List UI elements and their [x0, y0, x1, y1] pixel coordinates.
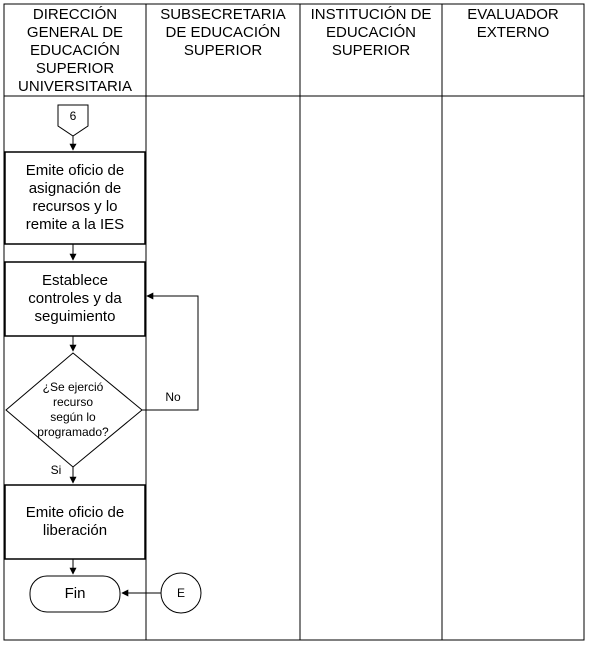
- emit-release-label: Emite oficio de liberación: [25, 504, 125, 539]
- terminator-end: [29, 575, 121, 613]
- connector-6-label: 6: [69, 108, 77, 123]
- process-emit-release: [4, 484, 146, 560]
- arrow-no-loop: [142, 292, 199, 411]
- decision-label: ¿Se ejerció recurso según lo programado?: [37, 380, 109, 439]
- connector-e-label: E: [176, 585, 185, 600]
- lane-header-institucion: INSTITUCIÓN DE EDUCACIÓN SUPERIOR: [310, 6, 432, 59]
- process-emit-assignment: [4, 151, 146, 245]
- table-border: [3, 3, 585, 641]
- lane-header-evaluador: EVALUADOR EXTERNO: [467, 6, 559, 41]
- lane-header-dgesu: DIRECCIÓN GENERAL DE EDUCACIÓN SUPERIOR …: [18, 6, 132, 95]
- lane-header-subsecretaria: SUBSECRETARIA DE EDUCACIÓN SUPERIOR: [160, 6, 286, 59]
- edge-label-si: Si: [50, 462, 62, 477]
- offpage-connector-6: [57, 104, 89, 137]
- process-controls: [4, 261, 146, 337]
- edge-label-no: No: [165, 389, 181, 404]
- controls-label: Establece controles y da seguimiento: [28, 272, 122, 325]
- end-label: Fin: [64, 585, 86, 602]
- emit-assignment-label: Emite oficio de asignación de recursos y…: [25, 162, 125, 233]
